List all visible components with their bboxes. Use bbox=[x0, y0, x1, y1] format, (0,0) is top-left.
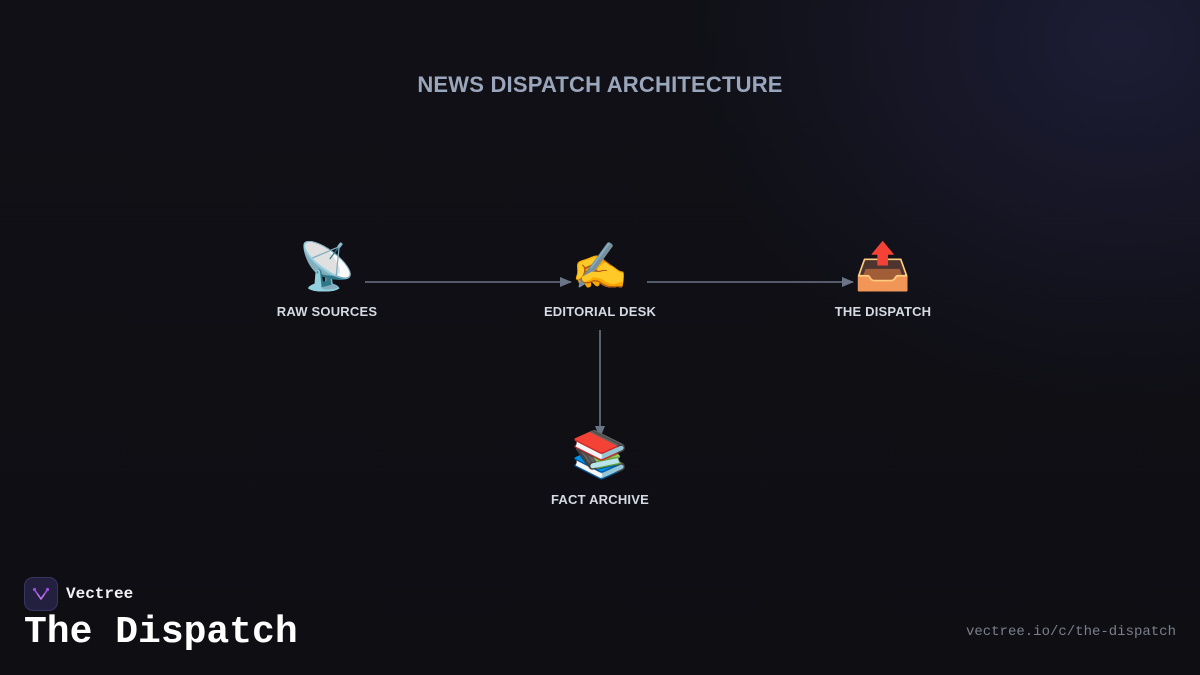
satellite-dish-icon: 📡 bbox=[298, 239, 356, 293]
node-fact-archive: 📚 FACT ARCHIVE bbox=[500, 426, 700, 507]
brand-name: Vectree bbox=[66, 585, 134, 603]
diagram-title: NEWS DISPATCH ARCHITECTURE bbox=[417, 72, 783, 97]
node-editorial-desk: ✍️ EDITORIAL DESK bbox=[500, 238, 700, 319]
node-label: RAW SOURCES bbox=[276, 304, 378, 319]
books-icon: 📚 bbox=[571, 427, 629, 481]
node-label: THE DISPATCH bbox=[834, 304, 932, 319]
outbox-tray-icon: 📤 bbox=[854, 239, 912, 293]
page-url[interactable]: vectree.io/c/the-dispatch bbox=[965, 624, 1176, 640]
vectree-logo-icon bbox=[24, 577, 58, 611]
node-the-dispatch: 📤 THE DISPATCH bbox=[783, 238, 983, 319]
node-label: EDITORIAL DESK bbox=[543, 304, 657, 319]
brand: Vectree bbox=[24, 577, 133, 611]
page-title: The Dispatch bbox=[24, 611, 298, 654]
node-raw-sources: 📡 RAW SOURCES bbox=[227, 238, 427, 319]
node-label: FACT ARCHIVE bbox=[551, 492, 649, 507]
writing-hand-icon: ✍️ bbox=[571, 239, 629, 293]
